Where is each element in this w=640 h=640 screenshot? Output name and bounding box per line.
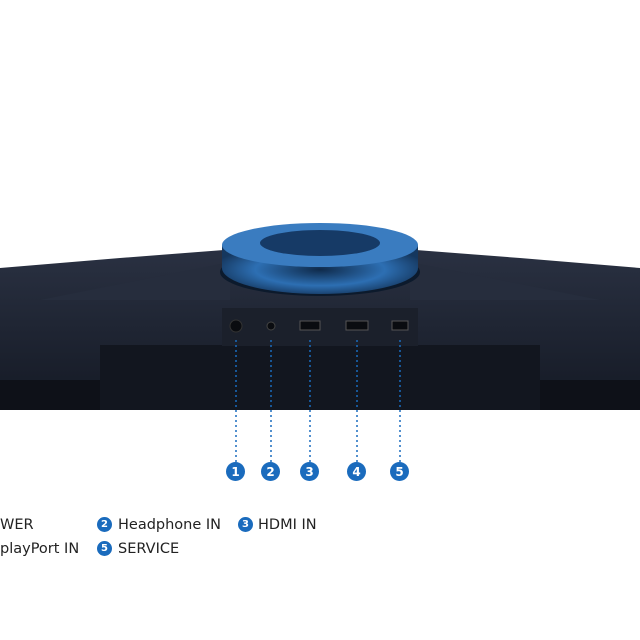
legend-badge-3: 3 xyxy=(238,517,253,532)
legend-hdmi: HDMI IN xyxy=(258,517,317,533)
power-port xyxy=(229,319,243,333)
hdmi-port xyxy=(299,320,321,331)
legend-displayport: playPort IN xyxy=(0,541,80,557)
callout-2: 2 xyxy=(261,462,280,481)
port-panel xyxy=(222,308,418,346)
callout-3: 3 xyxy=(300,462,319,481)
legend-power: WER xyxy=(0,517,34,533)
displayport-port xyxy=(345,320,369,331)
legend-service: SERVICE xyxy=(118,541,180,557)
legend-headphone: Headphone IN xyxy=(118,517,222,533)
headphone-port xyxy=(266,321,276,331)
callout-lines xyxy=(235,340,401,462)
stand-base xyxy=(220,223,420,296)
callout-4: 4 xyxy=(347,462,366,481)
service-port xyxy=(391,320,409,331)
callout-1: 1 xyxy=(226,462,245,481)
legend-badge-2: 2 xyxy=(97,517,112,532)
callout-5: 5 xyxy=(390,462,409,481)
legend-badge-5: 5 xyxy=(97,541,112,556)
